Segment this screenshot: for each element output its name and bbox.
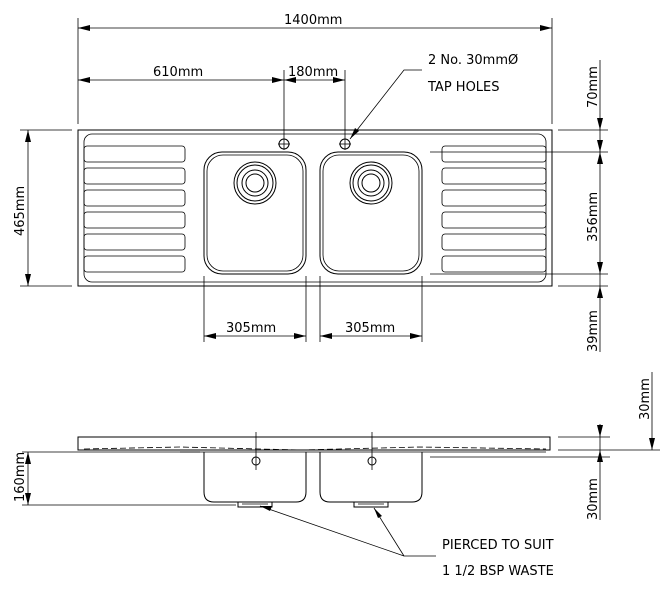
right-bowl: [319, 151, 423, 275]
tap-offset-dimension: [78, 70, 346, 138]
left-waste-outlet: [233, 161, 277, 205]
right-drainer-grooves: [441, 145, 547, 273]
sink-top-outline: [77, 129, 553, 287]
left-drainer-grooves: [83, 145, 186, 273]
overall-width-label: 1400mm: [284, 13, 342, 28]
overall-depth-label: 465mm: [13, 186, 28, 236]
plan-view: 1400mm 610mm 180mm 2 No. 30mmØ TAP HOLES: [13, 13, 608, 352]
tap-hole-left: [278, 138, 290, 150]
section-right-bowl: [319, 452, 423, 503]
top-thickness-label: 30mm: [638, 378, 653, 420]
section-right-waste: [353, 501, 389, 508]
tap-holes-note-line1: 2 No. 30mmØ: [428, 53, 518, 68]
tap-offset-label: 610mm: [153, 65, 203, 80]
waste-depth-label: 30mm: [586, 478, 601, 520]
tap-hole-right: [339, 138, 351, 150]
tap-holes-note-line2: TAP HOLES: [427, 80, 500, 95]
right-waste-outlet: [349, 161, 393, 205]
section-left-bowl: [203, 452, 307, 503]
bowl-depth-label: 160mm: [13, 452, 28, 502]
left-bowl-width-label: 305mm: [226, 321, 276, 336]
left-bowl-inner: [206, 154, 304, 272]
section-left-waste: [237, 501, 273, 508]
overall-width-dimension: [77, 18, 553, 124]
right-bowl-width-label: 305mm: [345, 321, 395, 336]
left-bowl: [203, 151, 307, 275]
tap-holes-leader: [349, 69, 422, 140]
section-tap-holes: [251, 432, 377, 470]
waste-leader: [259, 505, 436, 557]
tap-spacing-label: 180mm: [288, 65, 338, 80]
bowl-width-dimensions: [203, 276, 423, 342]
section-view: 160mm 30mm 30mm PIERCED TO SUIT 1 1/2 BS…: [13, 372, 660, 579]
waste-note-line1: PIERCED TO SUIT: [442, 538, 554, 553]
right-vertical-dimensions: [430, 60, 608, 352]
top-margin-label: 70mm: [586, 66, 601, 108]
overall-depth-dimension: [20, 129, 72, 287]
right-bowl-inner: [322, 154, 420, 272]
section-right-dimensions: [430, 372, 660, 520]
waste-note-line2: 1 1/2 BSP WASTE: [442, 564, 554, 579]
sink-top-inner-outline: [83, 133, 547, 283]
bowl-length-label: 356mm: [586, 192, 601, 242]
bowl-depth-dimension: [22, 451, 236, 506]
bottom-margin-label: 39mm: [586, 310, 601, 352]
